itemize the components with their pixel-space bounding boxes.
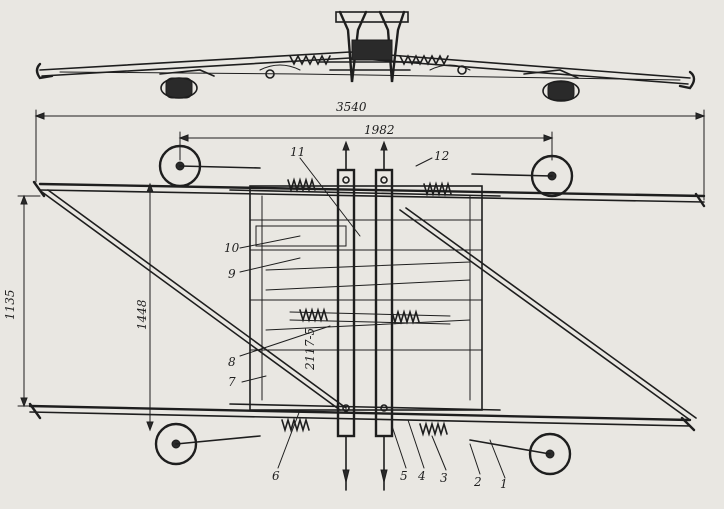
wheel-top-right: [471, 154, 574, 198]
side-right-wheel: [523, 69, 580, 102]
side-view: [35, 10, 696, 102]
callout-10: 10: [224, 241, 240, 255]
dimension-frame-width: 1982: [178, 123, 554, 161]
callout-7: 7: [228, 375, 236, 389]
dimension-frame-length: 1448: [135, 182, 154, 432]
frame-width-label: 1982: [364, 123, 395, 137]
diagonal-right: [399, 209, 691, 421]
callout-6: 6: [272, 469, 280, 483]
callout-12: 12: [434, 149, 449, 163]
callout-1: 1: [500, 477, 508, 491]
dimension-end-span: 1135: [3, 194, 41, 408]
spring-top-right: [423, 181, 452, 197]
spring-top-left: [287, 177, 316, 193]
callouts: 1 2 3 4 5 6 7 8 9 10 11 12: [224, 145, 508, 491]
dimension-overall: 3540: [34, 100, 706, 201]
plan-view: 2117-5: [28, 140, 706, 491]
drawing-stamp: 2117-5: [303, 328, 317, 371]
base-frame: [249, 185, 483, 411]
callout-2: 2: [473, 475, 482, 489]
frame-length-label: 1448: [135, 299, 149, 330]
spring-mid: [299, 307, 420, 325]
spring-bottom-right: [419, 421, 448, 437]
end-span-label: 1135: [3, 289, 17, 320]
spring-bottom-left: [281, 417, 310, 433]
callout-9: 9: [228, 267, 236, 281]
callout-8: 8: [228, 355, 236, 369]
side-left-wheel: [159, 69, 215, 99]
side-spring-right: [399, 54, 449, 66]
callout-5: 5: [400, 469, 408, 483]
wheel-bottom-right: [469, 432, 572, 476]
side-spring-left: [289, 54, 331, 66]
wheel-bottom-left: [154, 422, 261, 466]
callout-4: 4: [417, 469, 426, 483]
wheel-top-left: [158, 144, 261, 188]
side-pan-head: [319, 10, 421, 83]
diagonal-left: [41, 191, 341, 411]
pan-strips: [336, 140, 394, 491]
callout-11: 11: [290, 145, 305, 159]
callout-3: 3: [440, 471, 448, 485]
overall-width-label: 3540: [336, 100, 367, 114]
